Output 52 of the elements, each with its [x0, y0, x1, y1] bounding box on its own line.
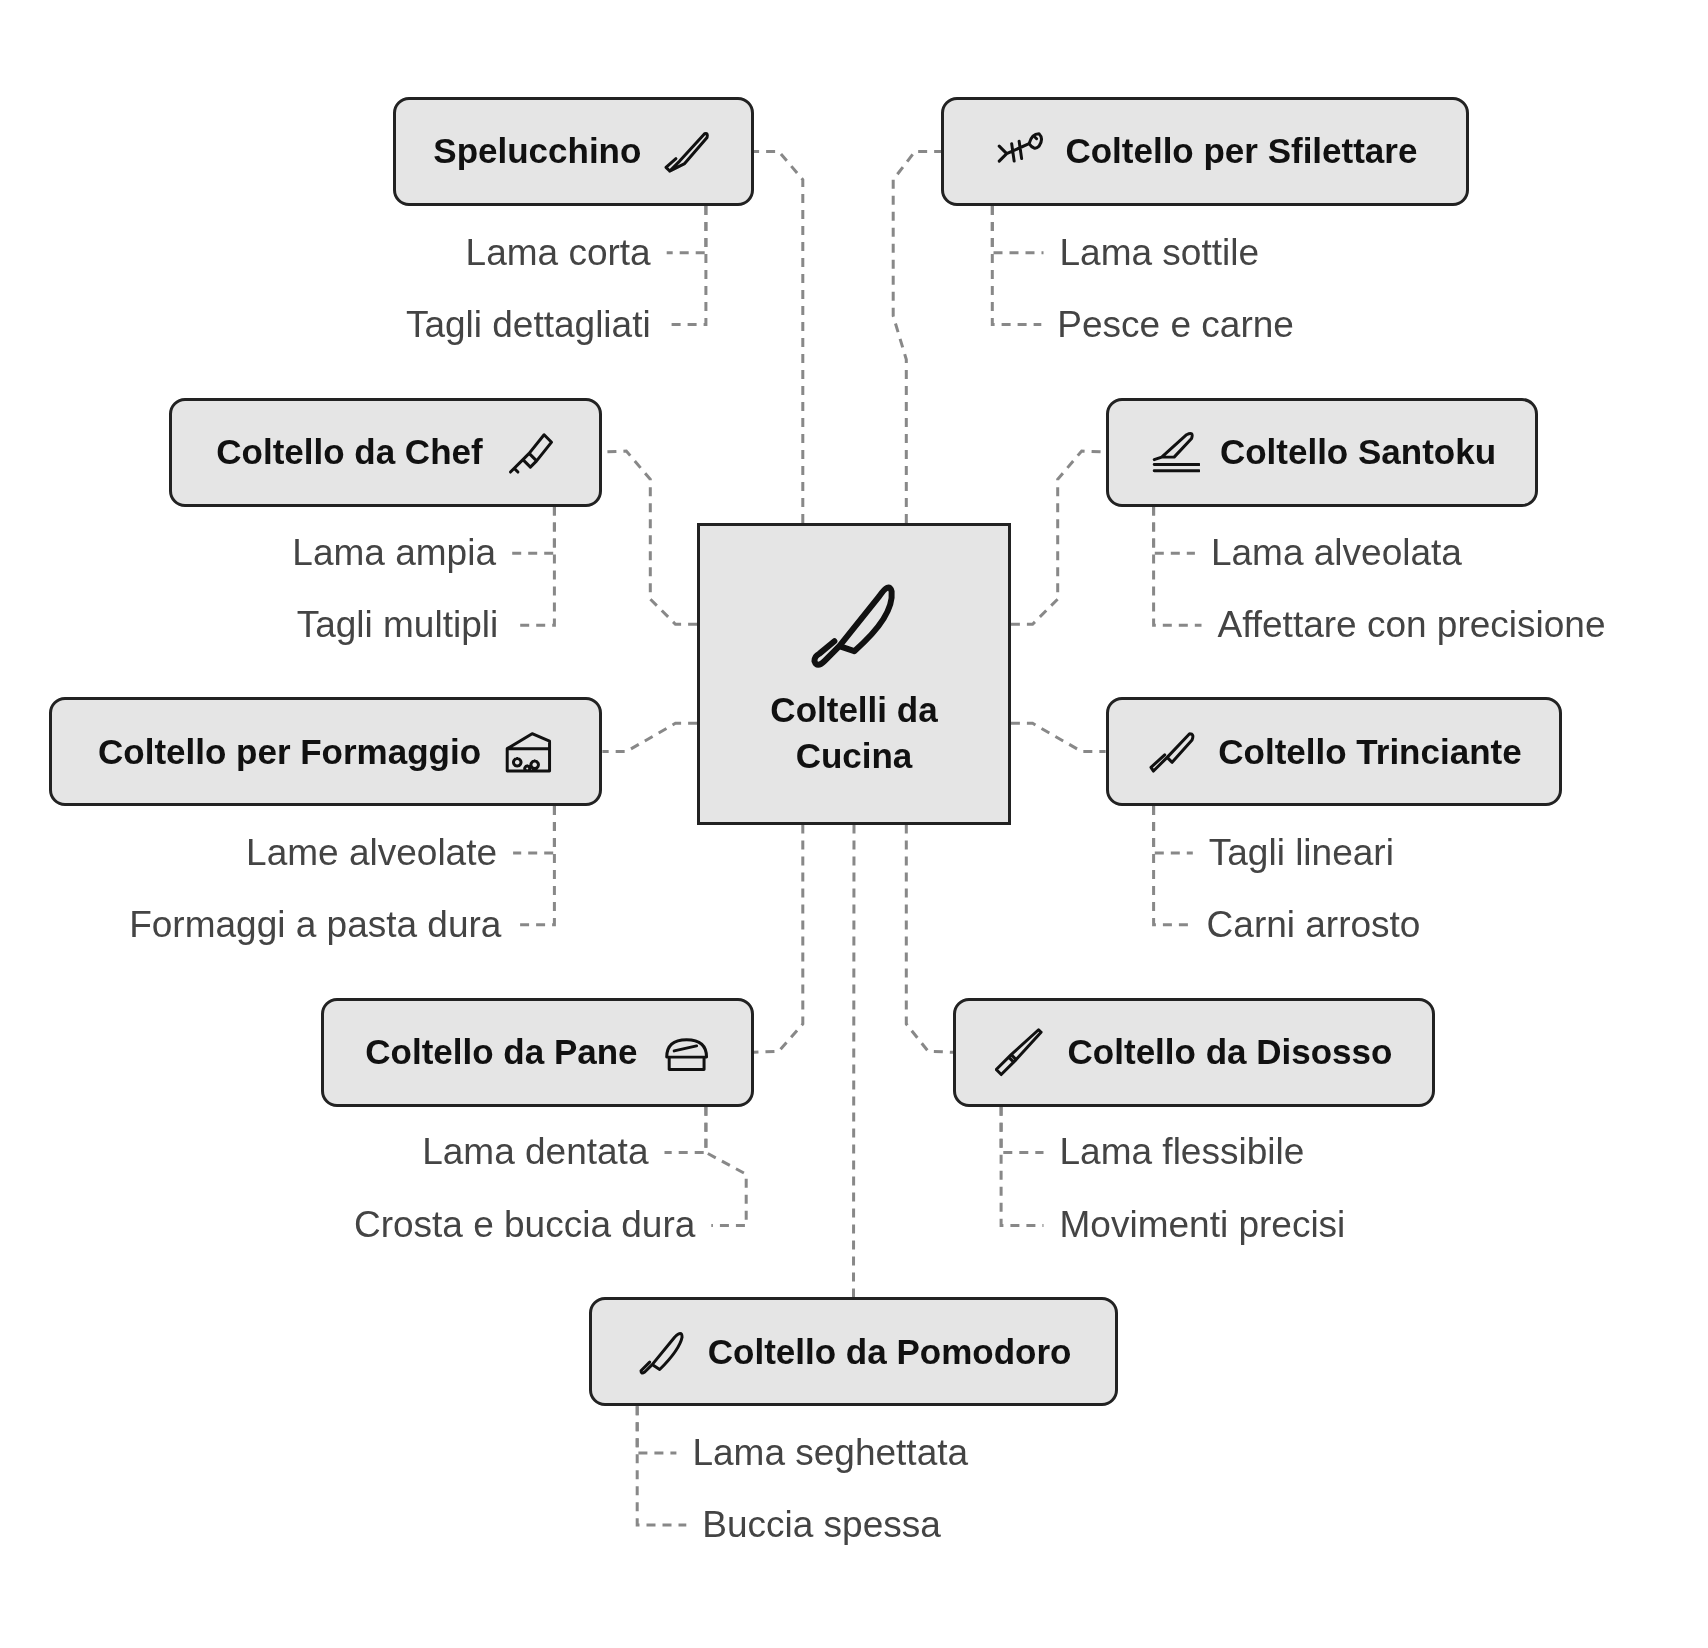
- knife-type-box: [49, 697, 603, 807]
- box-title: Coltello da Disosso: [1067, 1032, 1393, 1073]
- feature-text: Carni arrosto: [1190, 902, 1437, 947]
- feature-text: Movimenti precisi: [1043, 1203, 1362, 1248]
- connector-line: [904, 824, 954, 1054]
- feature-text: Lama sottile: [1043, 230, 1276, 275]
- connector-line: [1010, 721, 1106, 754]
- connector-line: [517, 806, 556, 927]
- connector-line: [990, 205, 1042, 327]
- feature-text: Lama flessibile: [1043, 1130, 1321, 1175]
- connector-line: [852, 824, 856, 1298]
- knife-type-box: [1105, 397, 1539, 507]
- feature-text: Lama seghettata: [676, 1431, 985, 1476]
- feature-text: Tagli lineari: [1192, 830, 1410, 875]
- knife-type-box: [1105, 697, 1563, 807]
- knife-type-box: [953, 997, 1435, 1107]
- knife-type-box: [393, 96, 754, 206]
- connector-line: [999, 1106, 1044, 1227]
- feature-text: Lama alveolata: [1194, 531, 1478, 576]
- knife-type-box: [321, 997, 754, 1107]
- knife-type-box: [589, 1297, 1118, 1407]
- box-title: Coltello da Chef: [216, 432, 483, 473]
- box-title: Coltello Trinciante: [1218, 731, 1522, 772]
- feature-text: Pesce e carne: [1041, 302, 1310, 347]
- connector-line: [891, 149, 942, 523]
- feature-text: Buccia spessa: [686, 1503, 957, 1547]
- box-title: Coltello per Sfilettare: [1065, 131, 1418, 172]
- feature-text: Lama dentata: [406, 1130, 665, 1175]
- box-title: Coltello Santoku: [1219, 432, 1497, 473]
- feature-text: Lama corta: [449, 230, 667, 275]
- connector-line: [753, 149, 805, 523]
- connector-line: [1152, 506, 1202, 627]
- box-title: Coltello da Pane: [365, 1032, 638, 1073]
- knife-type-box: [168, 397, 603, 507]
- feature-text: Affettare con precisione: [1201, 603, 1622, 648]
- feature-text: Tagli dettagliati: [389, 302, 667, 347]
- feature-text: Lame alveolate: [230, 830, 514, 875]
- feature-text: Tagli multipli: [280, 603, 515, 648]
- connector-line: [753, 824, 805, 1054]
- feature-text: Formaggi a pasta dura: [113, 902, 518, 947]
- knife-type-box: [941, 96, 1470, 206]
- central-topic-box: [697, 522, 1011, 825]
- connector-line: [704, 1106, 748, 1227]
- connector-line: [635, 1406, 687, 1527]
- feature-text: Crosta e buccia dura: [337, 1203, 712, 1248]
- box-title: Coltello da Pomodoro: [707, 1331, 1072, 1372]
- connector-line: [602, 721, 698, 754]
- box-title: Coltello per Formaggio: [98, 731, 482, 772]
- feature-text: Lama ampia: [276, 531, 512, 576]
- box-title: Spelucchino: [433, 131, 642, 172]
- box-title: Coltelli da Cucina: [769, 689, 939, 777]
- connector-line: [1152, 806, 1191, 927]
